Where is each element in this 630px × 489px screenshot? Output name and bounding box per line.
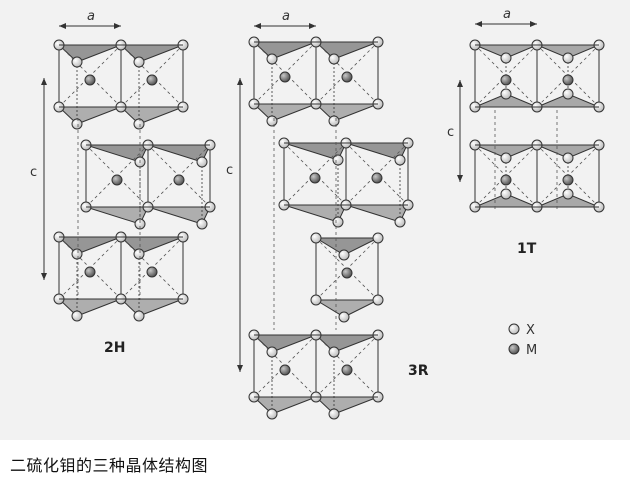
x-atom xyxy=(500,88,512,100)
x-atom xyxy=(196,156,208,168)
x-atom xyxy=(372,232,384,244)
m-atom xyxy=(173,174,185,186)
structure-2H xyxy=(53,39,216,322)
x-atom xyxy=(500,52,512,64)
x-atom xyxy=(500,152,512,164)
m-atom xyxy=(341,71,353,83)
m-atom xyxy=(84,74,96,86)
x-atom xyxy=(266,115,278,127)
label-1T: 1T xyxy=(517,241,537,257)
x-atom xyxy=(328,53,340,65)
layer-2H-1 xyxy=(53,39,189,130)
m-atom xyxy=(500,74,512,86)
x-atom xyxy=(71,56,83,68)
m-atom xyxy=(371,172,383,184)
x-atom xyxy=(310,232,322,244)
a-label-3R: a xyxy=(282,9,290,24)
label-2H: 2H xyxy=(104,340,125,356)
a-arrow-1T: a xyxy=(475,7,537,27)
m-atom xyxy=(562,174,574,186)
x-atom xyxy=(133,118,145,130)
x-atom xyxy=(133,310,145,322)
structure-3R xyxy=(248,36,414,420)
m-atom xyxy=(500,174,512,186)
c-label-2H: c xyxy=(30,165,37,180)
x-atom xyxy=(133,248,145,260)
layer-1T-1 xyxy=(469,39,605,113)
x-atom xyxy=(338,311,350,323)
x-atom xyxy=(196,218,208,230)
x-atom xyxy=(372,294,384,306)
label-3R: 3R xyxy=(408,363,429,379)
x-atom xyxy=(328,346,340,358)
structure-1T xyxy=(469,39,605,213)
c-label-3R: c xyxy=(226,163,233,178)
x-atom xyxy=(266,53,278,65)
c-arrow-2H: c xyxy=(30,78,47,280)
layer-3R-3 xyxy=(310,232,384,323)
x-atom xyxy=(562,52,574,64)
x-atom xyxy=(328,115,340,127)
figure-background xyxy=(0,0,630,440)
x-atom xyxy=(71,248,83,260)
x-atom xyxy=(394,216,406,228)
x-atom xyxy=(328,408,340,420)
m-atom xyxy=(341,267,353,279)
m-atom xyxy=(111,174,123,186)
layer-2H-2 xyxy=(80,139,216,230)
x-atom xyxy=(562,152,574,164)
x-atom xyxy=(71,118,83,130)
a-arrow-2H: a xyxy=(59,9,121,29)
m-atom xyxy=(341,364,353,376)
x-atom xyxy=(332,154,344,166)
legend: X M xyxy=(508,323,537,358)
x-atom xyxy=(500,188,512,200)
layer-3R-4 xyxy=(248,329,384,420)
crystal-structures-diagram: 2H 3R 1T X M a a a c c c xyxy=(0,0,630,440)
x-atom xyxy=(562,188,574,200)
layer-3R-1 xyxy=(248,36,384,127)
m-atom xyxy=(146,266,158,278)
m-atom xyxy=(146,74,158,86)
guide-lines xyxy=(77,110,558,330)
c-label-1T: c xyxy=(447,125,454,140)
legend-x-label: X xyxy=(526,323,535,338)
m-atom xyxy=(279,364,291,376)
x-atom xyxy=(562,88,574,100)
figure-caption: 二硫化钼的三种晶体结构图 xyxy=(10,456,209,475)
x-atom xyxy=(310,294,322,306)
m-atom xyxy=(279,71,291,83)
m-atom xyxy=(562,74,574,86)
legend-x-icon xyxy=(508,323,520,335)
c-arrow-1T: c xyxy=(447,80,463,182)
layer-1T-2 xyxy=(469,139,605,213)
legend-m-icon xyxy=(508,343,520,355)
c-arrow-3R: c xyxy=(226,78,243,372)
m-atom xyxy=(309,172,321,184)
x-atom xyxy=(266,408,278,420)
x-atom xyxy=(71,310,83,322)
a-label-2H: a xyxy=(87,9,95,24)
a-arrow-3R: a xyxy=(254,9,316,29)
a-label-1T: a xyxy=(503,7,511,22)
legend-m-label: M xyxy=(526,343,537,358)
x-atom xyxy=(394,154,406,166)
x-atom xyxy=(332,216,344,228)
x-atom xyxy=(266,346,278,358)
layer-3R-2 xyxy=(278,137,414,228)
m-atom xyxy=(84,266,96,278)
x-atom xyxy=(133,56,145,68)
x-atom xyxy=(338,249,350,261)
layer-2H-3 xyxy=(53,231,189,322)
